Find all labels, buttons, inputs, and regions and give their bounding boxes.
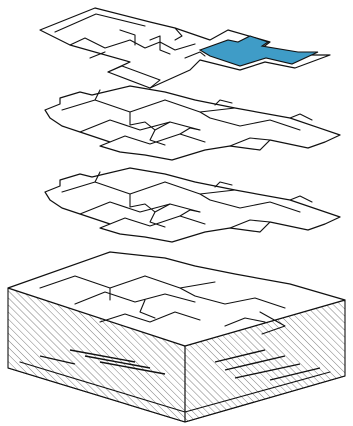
layer-upper-floor [44,85,341,161]
upper-floor-plate [44,85,341,161]
layer-ground-block [7,251,346,423]
layer-roof-level [39,7,331,89]
layer-middle-floor [44,167,341,243]
ground-top-plate [7,251,346,347]
roof-level-plate [39,7,331,89]
highlighted-room [198,35,319,67]
middle-floor-plate [44,167,341,243]
